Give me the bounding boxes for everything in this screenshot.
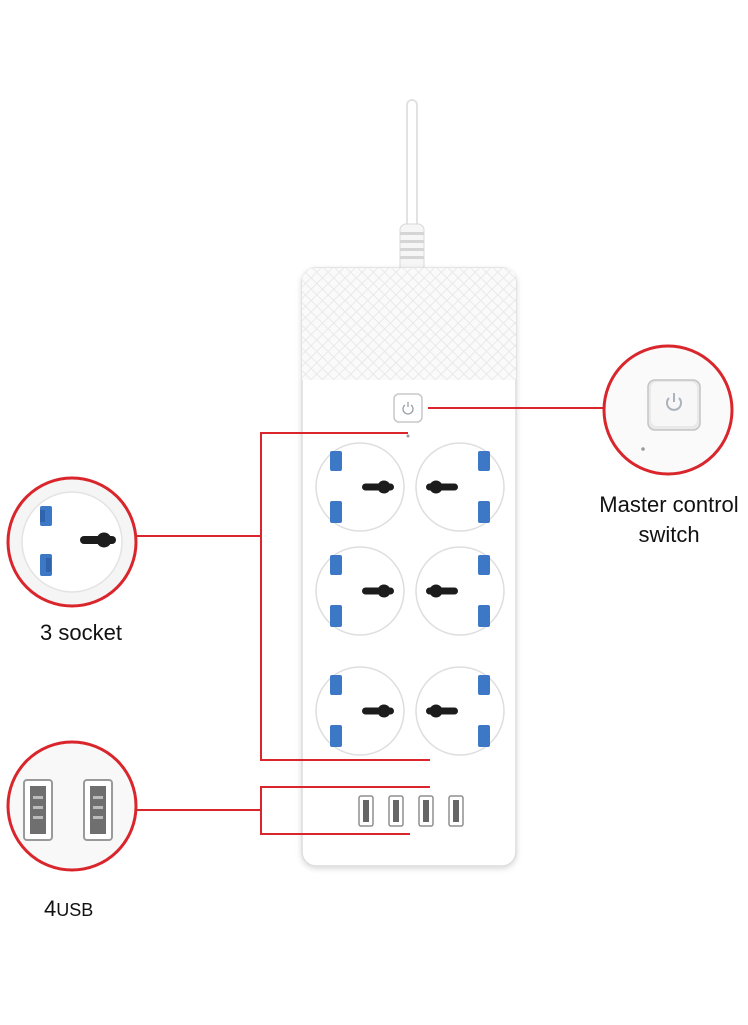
usb-callout-label: 4USB	[44, 896, 93, 922]
power-icon	[402, 402, 414, 415]
cord-strain-relief	[399, 223, 425, 273]
socket	[415, 546, 505, 636]
socket-callout	[6, 476, 138, 608]
grip-texture	[302, 268, 516, 380]
usb-port-row	[358, 795, 464, 827]
master-label-line1: Master control	[599, 492, 739, 517]
socket	[415, 442, 505, 532]
master-switch-button[interactable]	[393, 393, 423, 423]
callout-lines	[136, 407, 604, 835]
usb-count: 4	[44, 896, 57, 921]
socket	[315, 546, 405, 636]
usb-port	[448, 795, 464, 827]
master-switch-label: Master control switch	[584, 490, 748, 550]
usb-port	[358, 795, 374, 827]
usb-port	[388, 795, 404, 827]
socket	[415, 666, 505, 756]
usb-callout	[6, 740, 138, 872]
socket	[315, 442, 405, 532]
indicator-light	[406, 434, 410, 438]
socket-grid	[315, 442, 505, 756]
usb-text: USB	[56, 900, 94, 920]
master-switch-callout	[602, 344, 734, 476]
socket-bracket	[260, 432, 430, 761]
power-cord	[399, 99, 425, 273]
socket-callout-label: 3 socket	[40, 620, 122, 645]
master-label-line2: switch	[638, 522, 700, 547]
usb-port	[418, 795, 434, 827]
socket	[315, 666, 405, 756]
